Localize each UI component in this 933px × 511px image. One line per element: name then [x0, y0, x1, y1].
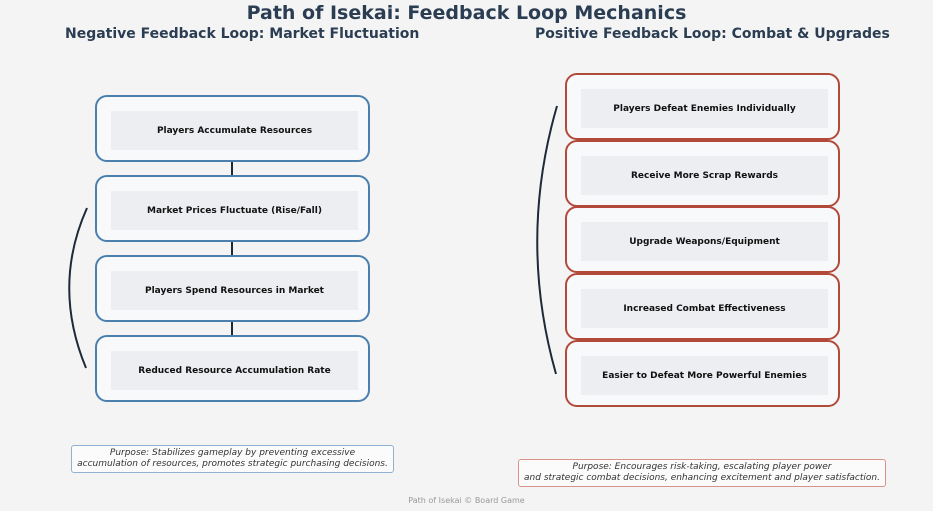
- negative-purpose-note: Purpose: Stabilizes gameplay by preventi…: [71, 445, 394, 473]
- negative-connector: [231, 228, 233, 266]
- positive-step-label: Players Defeat Enemies Individually: [581, 89, 828, 128]
- footer-credit: Path of Isekai © Board Game: [408, 496, 525, 505]
- negative-connector: [231, 148, 233, 186]
- positive-loop-arc: [536, 105, 558, 375]
- positive-step-label: Increased Combat Effectiveness: [581, 289, 828, 328]
- negative-purpose-line: accumulation of resources, promotes stra…: [77, 459, 388, 469]
- negative-step-label: Reduced Resource Accumulation Rate: [111, 351, 358, 390]
- positive-step-box: Upgrade Weapons/Equipment: [565, 206, 840, 273]
- positive-purpose-line: Purpose: Encourages risk-taking, escalat…: [572, 462, 832, 472]
- positive-step-label: Upgrade Weapons/Equipment: [581, 222, 828, 261]
- positive-loop-title: Positive Feedback Loop: Combat & Upgrade…: [535, 26, 890, 42]
- negative-step-label: Players Accumulate Resources: [111, 111, 358, 150]
- negative-step-label: Market Prices Fluctuate (Rise/Fall): [111, 191, 358, 230]
- positive-purpose-note: Purpose: Encourages risk-taking, escalat…: [518, 459, 886, 487]
- page-title: Path of Isekai: Feedback Loop Mechanics: [246, 2, 687, 24]
- negative-purpose-line: Purpose: Stabilizes gameplay by preventi…: [109, 448, 356, 458]
- negative-step-label: Players Spend Resources in Market: [111, 271, 358, 310]
- positive-step-label: Receive More Scrap Rewards: [581, 156, 828, 195]
- negative-step-box: Players Spend Resources in Market: [95, 255, 370, 322]
- negative-step-box: Market Prices Fluctuate (Rise/Fall): [95, 175, 370, 242]
- positive-step-label: Easier to Defeat More Powerful Enemies: [581, 356, 828, 395]
- negative-step-box: Reduced Resource Accumulation Rate: [95, 335, 370, 402]
- negative-loop-title: Negative Feedback Loop: Market Fluctuati…: [65, 26, 420, 42]
- positive-step-box: Players Defeat Enemies Individually: [565, 73, 840, 140]
- positive-step-box: Easier to Defeat More Powerful Enemies: [565, 340, 840, 407]
- positive-purpose-line: and strategic combat decisions, enhancin…: [524, 473, 880, 483]
- positive-step-box: Receive More Scrap Rewards: [565, 140, 840, 207]
- negative-connector: [231, 308, 233, 346]
- negative-loop-arc: [68, 207, 88, 369]
- positive-step-box: Increased Combat Effectiveness: [565, 273, 840, 340]
- negative-step-box: Players Accumulate Resources: [95, 95, 370, 162]
